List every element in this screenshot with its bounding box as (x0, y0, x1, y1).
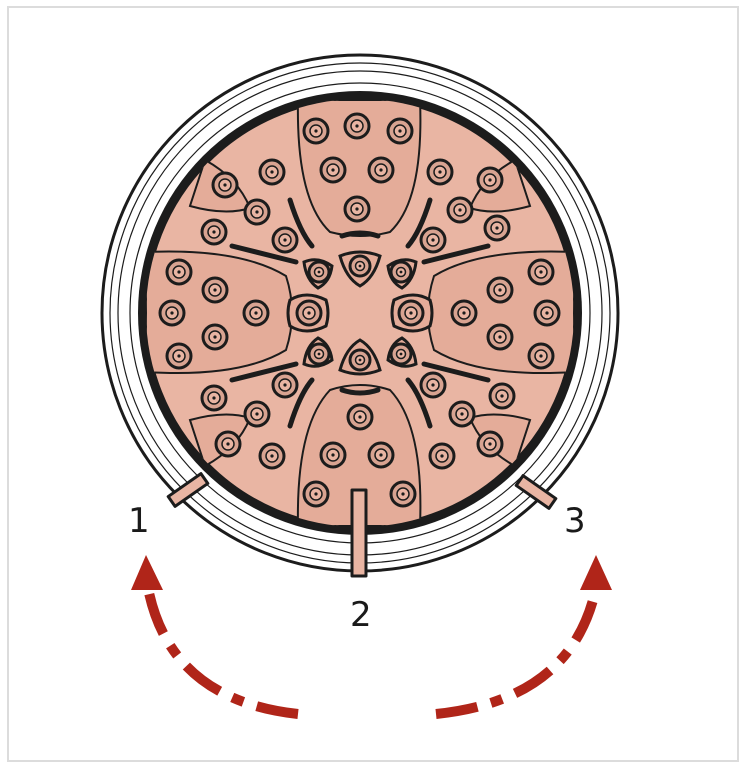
right-arrow-head-icon (580, 555, 612, 590)
position-tab-2 (352, 490, 366, 576)
right-rotation-arrow (436, 588, 596, 714)
left-rotation-arrow (148, 588, 298, 714)
position-label-2: 2 (350, 595, 372, 635)
left-arrow-head-icon (131, 555, 163, 590)
spray-face (146, 99, 574, 527)
position-label-1: 1 (128, 501, 150, 541)
position-label-3: 3 (564, 501, 586, 541)
